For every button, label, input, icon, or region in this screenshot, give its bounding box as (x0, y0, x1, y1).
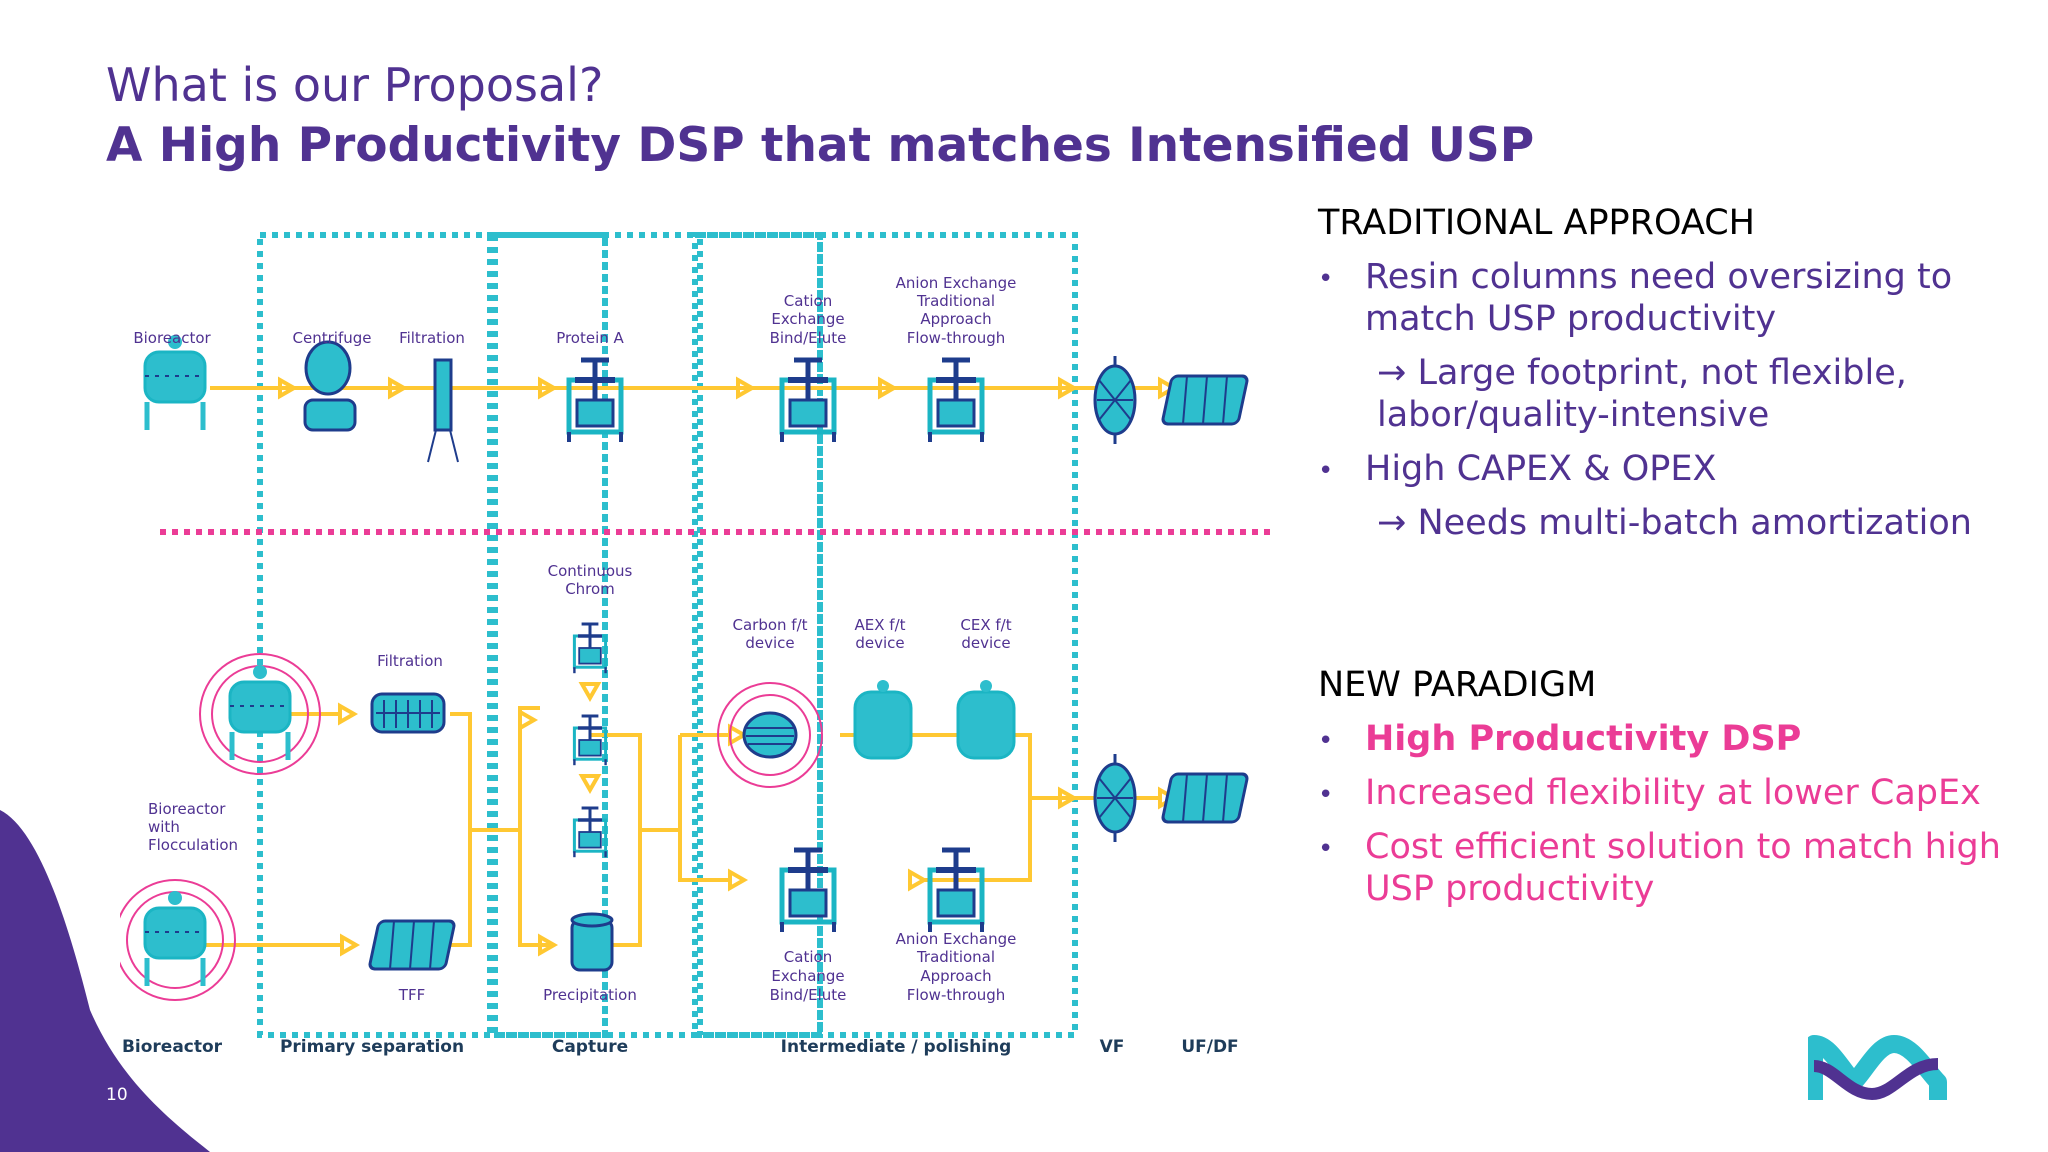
label-anion-b1: Anion Exchange (896, 930, 1017, 948)
bullet-icon: • (1318, 264, 1334, 294)
ufdf-cassette-icon (1160, 374, 1250, 426)
label-continuous-2: Chrom (565, 580, 615, 598)
flow-lines (200, 386, 1160, 947)
protein-a-icon (569, 360, 621, 442)
tff-cassette-icon (367, 919, 457, 971)
label-tff: TFF (398, 986, 425, 1004)
column-borders (257, 232, 1078, 1038)
process-diagram: Bioreactor Centrifuge Filtration Protein… (120, 232, 1270, 1057)
label-centrifuge: Centrifuge (293, 329, 372, 347)
label-cation-b3: Bind/Elute (770, 986, 847, 1004)
virus-filter-bottom-icon (1093, 752, 1137, 844)
filtration-icon (427, 358, 459, 463)
label-aex-2: device (855, 634, 904, 652)
column-primary-separation: Primary separation (280, 1037, 464, 1057)
label-precipitation: Precipitation (543, 986, 637, 1004)
paradigm-bullet-3: Cost efficient solution to match high US… (1365, 827, 2001, 909)
paradigm-bullet-2: Increased flexibility at lower CapEx (1365, 773, 1981, 813)
label-cex-2: device (961, 634, 1010, 652)
traditional-sub-2: → Needs multi-batch amortization (1377, 503, 1972, 543)
label-cation-2: Exchange (771, 310, 844, 328)
label-bioreactor: Bioreactor (133, 329, 211, 347)
label-bioreactor-floc-3: Flocculation (148, 836, 238, 854)
label-bioreactor-floc-1: Bioreactor (148, 800, 226, 818)
company-logo (1808, 1035, 1947, 1101)
column-bioreactor: Bioreactor (122, 1037, 223, 1057)
label-cation-3: Bind/Elute (770, 329, 847, 347)
label-anion-3: Approach (920, 310, 991, 328)
label-cation-b2: Exchange (771, 967, 844, 985)
label-anion-1: Anion Exchange (896, 274, 1017, 292)
column-vf: VF (1100, 1037, 1125, 1057)
traditional-heading: TRADITIONAL APPROACH (1318, 203, 1755, 243)
filtration-plate-icon (370, 692, 446, 734)
column-polishing: Intermediate / polishing (781, 1037, 1012, 1057)
aex-device-icon (853, 680, 913, 760)
cation-exchange-bottom-icon (782, 850, 834, 932)
label-anion-b4: Flow-through (907, 986, 1006, 1004)
label-carbon-2: device (745, 634, 794, 652)
virus-filter-icon (1093, 354, 1137, 446)
label-anion-4: Flow-through (907, 329, 1006, 347)
label-carbon-1: Carbon f/t (732, 616, 807, 634)
anion-exchange-icon (930, 360, 982, 442)
anion-exchange-bottom-icon (930, 850, 982, 932)
carbon-device-icon (717, 682, 823, 788)
label-aex-1: AEX f/t (855, 616, 906, 634)
bioreactor-pulse-icon (199, 653, 321, 775)
bioreactor-icon (145, 335, 205, 430)
traditional-sub-1: → Large footprint, not flexible, labor/q… (1377, 353, 1907, 435)
column-capture: Capture (552, 1037, 628, 1057)
traditional-bullet-1: Resin columns need oversizing to match U… (1365, 257, 1953, 339)
label-anion-b2: Traditional (916, 948, 995, 966)
label-anion-b3: Approach (920, 967, 991, 985)
label-anion-2: Traditional (916, 292, 995, 310)
ufdf-cassette-bottom-icon (1160, 772, 1250, 824)
paradigm-heading: NEW PARADIGM (1318, 665, 1597, 705)
label-bioreactor-floc-2: with (148, 818, 180, 836)
bullet-icon: • (1318, 456, 1334, 486)
column-ufdf: UF/DF (1181, 1037, 1238, 1057)
label-continuous-1: Continuous (548, 562, 633, 580)
bullet-icon: • (1318, 726, 1334, 756)
traditional-bullet-2: High CAPEX & OPEX (1365, 449, 1717, 489)
slide-title-question: What is our Proposal? (106, 58, 604, 112)
label-cation-b1: Cation (784, 948, 832, 966)
paradigm-bullet-1: High Productivity DSP (1365, 719, 1802, 759)
bullet-icon: • (1318, 834, 1334, 864)
precipitation-tank-icon (570, 912, 614, 972)
slide-title-main: A High Productivity DSP that matches Int… (106, 118, 1535, 173)
bullet-icon: • (1318, 780, 1334, 810)
label-cation-1: Cation (784, 292, 832, 310)
label-protein-a: Protein A (556, 329, 624, 347)
bioreactor-flocculation-icon (120, 879, 236, 1001)
decorative-corner-shape (0, 810, 210, 1152)
cation-exchange-icon (782, 360, 834, 442)
page-number: 10 (106, 1085, 128, 1105)
continuous-chrom-icons (572, 622, 608, 860)
label-cex-1: CEX f/t (960, 616, 1011, 634)
cex-device-icon (956, 680, 1016, 760)
label-filtration: Filtration (399, 329, 465, 347)
centrifuge-icon (303, 340, 357, 432)
label-filtration-bottom: Filtration (377, 652, 443, 670)
